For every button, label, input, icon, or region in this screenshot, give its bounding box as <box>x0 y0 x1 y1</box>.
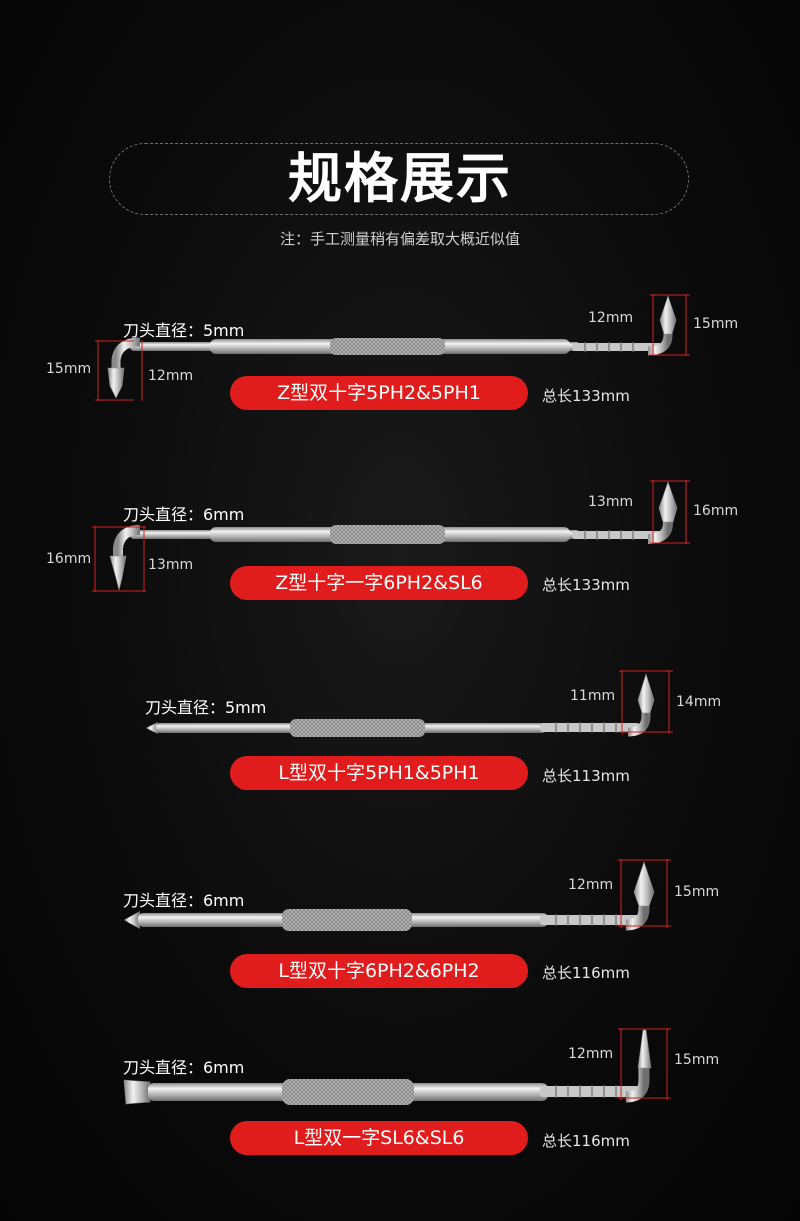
right-tip-height: 15mm <box>693 316 739 332</box>
total-length: 总长113mm <box>542 767 630 785</box>
spec-item-l-ph2-ph2: 刀头直径：6mm 12mm 15mm L型双十字6PH2&6PH2 总长116m… <box>0 858 800 988</box>
left-tip-height: 15mm <box>46 361 92 377</box>
spec-item-z-ph2-ph1: 刀头直径：5mm 12mm 15mm 15mm 12mm Z型双十字5PH2&5… <box>0 290 800 415</box>
left-tip-height: 16mm <box>46 551 92 567</box>
right-tip-length: 13mm <box>588 494 634 510</box>
right-tip-length: 12mm <box>588 310 634 326</box>
right-tip-length: 11mm <box>570 688 616 704</box>
total-length: 总长133mm <box>542 576 630 594</box>
model-badge: Z型十字一字6PH2&SL6 <box>230 566 528 600</box>
page-title: 规格展示 <box>288 147 512 210</box>
right-tip-height: 15mm <box>674 1052 720 1068</box>
right-tip-length: 12mm <box>568 1046 614 1062</box>
right-tip-height: 16mm <box>693 503 739 519</box>
total-length: 总长116mm <box>542 1132 630 1150</box>
screwdriver-l-ph2-ph2-image <box>124 859 671 931</box>
model-badge: L型双一字SL6&SL6 <box>230 1121 528 1155</box>
spec-item-l-sl6-sl6: 刀头直径：6mm 12mm 15mm L型双一字SL6&SL6 总长116mm <box>0 1026 800 1156</box>
left-tip-length: 12mm <box>148 368 194 384</box>
model-badge: L型双十字6PH2&6PH2 <box>230 954 528 988</box>
head-diameter: 刀头直径：6mm <box>123 1058 245 1077</box>
spec-item-z-ph2-sl6: 刀头直径：6mm 13mm 16mm 16mm 13mm Z型十字一字6PH2&… <box>0 478 800 603</box>
model-badge: L型双十字5PH1&5PH1 <box>230 756 528 790</box>
right-tip-height: 15mm <box>674 884 720 900</box>
screwdriver-l-sl6-sl6-image <box>123 1028 671 1105</box>
title-frame <box>109 143 689 215</box>
model-badge: Z型双十字5PH2&5PH1 <box>230 376 528 410</box>
total-length: 总长133mm <box>542 387 630 405</box>
total-length: 总长116mm <box>542 964 630 982</box>
screwdriver-l-ph1-ph1-image <box>146 670 673 737</box>
spec-item-l-ph1-ph1: 刀头直径：5mm 11mm 14mm L型双十字5PH1&5PH1 总长113m… <box>0 668 800 793</box>
screwdriver-z-ph2-sl6-image <box>92 480 690 592</box>
head-diameter: 刀头直径：6mm <box>123 505 245 524</box>
head-diameter: 刀头直径：6mm <box>123 891 245 910</box>
right-tip-length: 12mm <box>568 877 614 893</box>
measurement-note: 注：手工测量稍有偏差取大概近似值 <box>279 230 520 248</box>
right-tip-height: 14mm <box>676 694 722 710</box>
head-diameter: 刀头直径：5mm <box>123 321 245 340</box>
screwdriver-z-ph2-ph1-image <box>95 294 690 401</box>
left-tip-length: 13mm <box>148 557 194 573</box>
head-diameter: 刀头直径：5mm <box>145 698 267 717</box>
